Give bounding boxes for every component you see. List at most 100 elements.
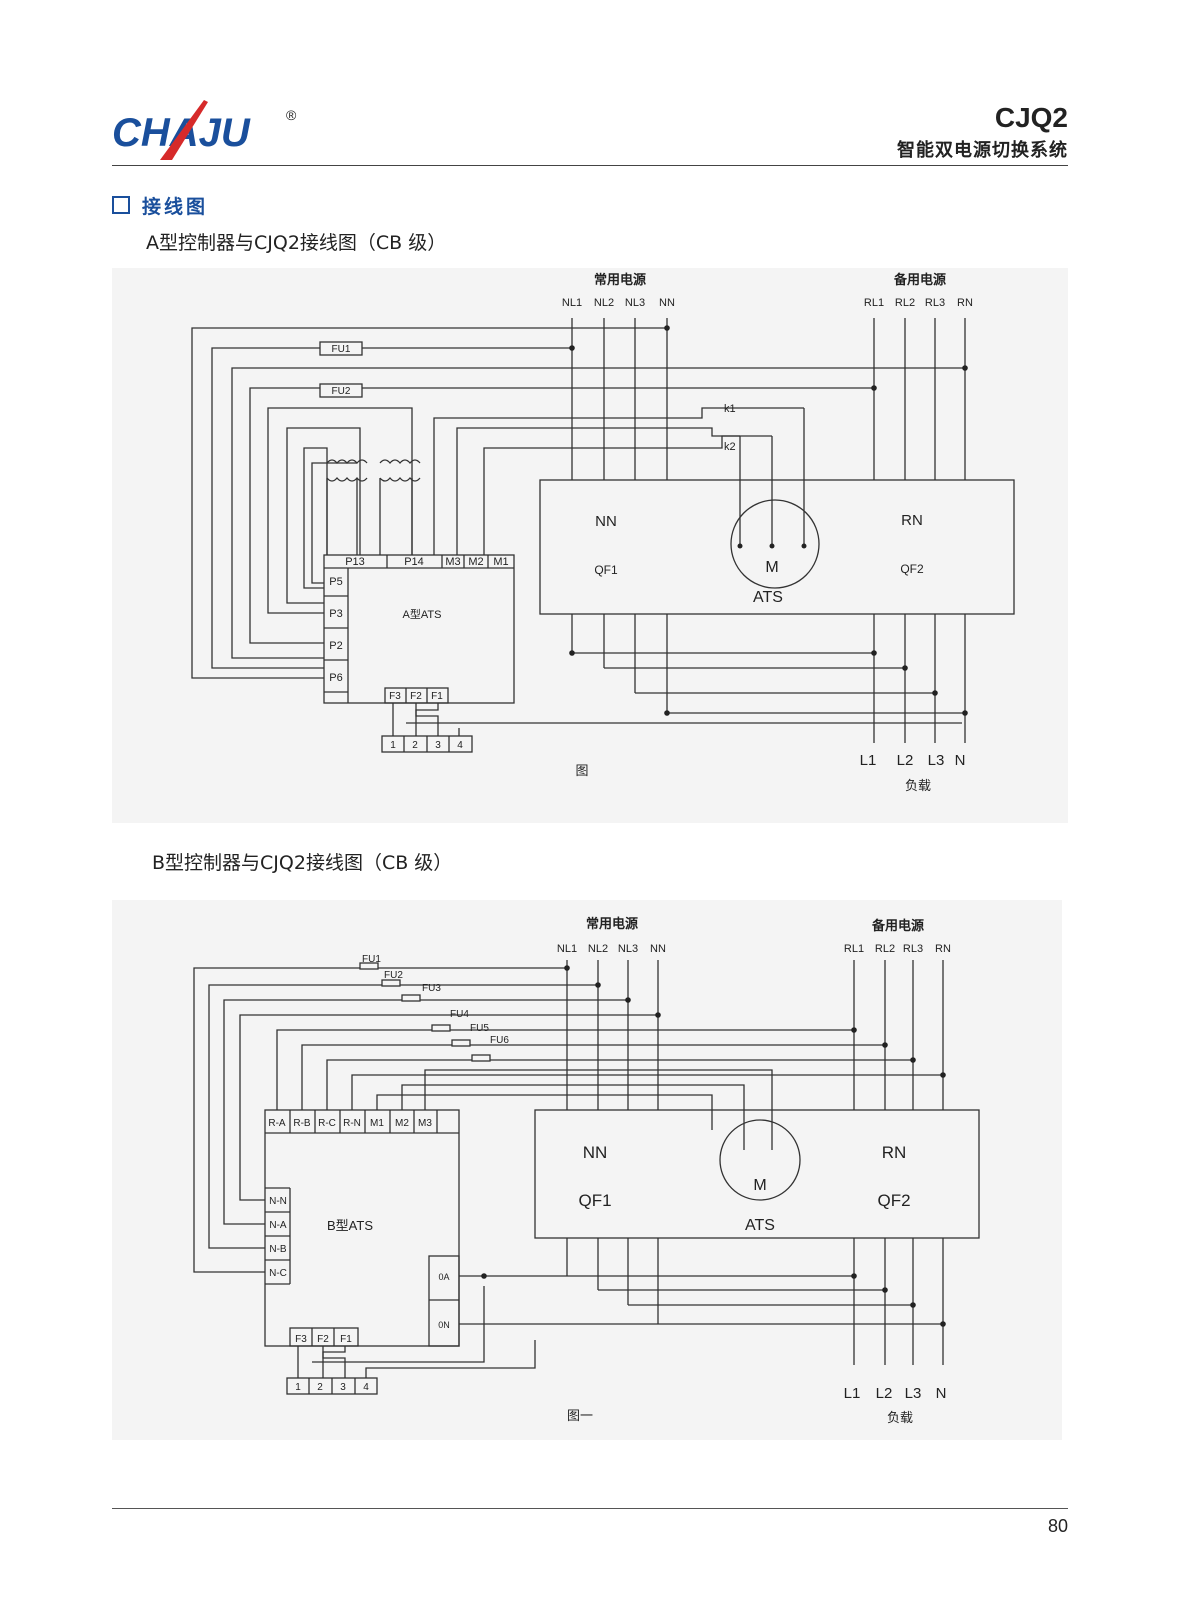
relay-label: k2 xyxy=(724,441,736,453)
terminal-label: M1 xyxy=(493,556,508,568)
line-label: RL3 xyxy=(925,297,945,309)
load-label: 负载 xyxy=(887,1410,913,1425)
line-label: RL2 xyxy=(895,297,915,309)
backup-source-label: 备用电源 xyxy=(871,918,924,933)
terminal-label: 0A xyxy=(438,1272,449,1282)
switch-label-nn: NN xyxy=(583,1143,608,1162)
fuse-label: FU1 xyxy=(362,954,381,965)
terminal-label: F2 xyxy=(317,1334,329,1345)
load-label: 负载 xyxy=(905,778,931,793)
section-title: 接线图 xyxy=(142,196,209,218)
terminal-label: F1 xyxy=(431,691,443,702)
terminal-label: 4 xyxy=(363,1382,369,1393)
terminal-label: R-N xyxy=(343,1118,361,1129)
line-label: RL3 xyxy=(903,943,923,955)
line-label: RN xyxy=(957,297,973,309)
switch-label-qf2: QF2 xyxy=(877,1191,910,1210)
terminal-label: P5 xyxy=(329,576,342,588)
load-line-label: L1 xyxy=(860,752,877,769)
terminal-label: P3 xyxy=(329,608,342,620)
terminal-label: N-N xyxy=(269,1196,287,1207)
terminal-label: R-A xyxy=(268,1118,286,1129)
load-line-label: L2 xyxy=(876,1385,893,1402)
ats-label: ATS xyxy=(753,589,783,606)
switch-label-qf1: QF1 xyxy=(594,563,618,577)
motor-label: M xyxy=(753,1177,766,1194)
relay-label: k1 xyxy=(724,403,736,415)
line-label: NL2 xyxy=(594,297,614,309)
terminal-label: 2 xyxy=(412,740,418,751)
fuse-label: FU4 xyxy=(450,1009,469,1020)
diagram-b-caption: B型控制器与CJQ2接线图（CB 级） xyxy=(152,852,453,874)
switch-label-rn: RN xyxy=(882,1143,907,1162)
terminal-label: N-C xyxy=(269,1268,287,1279)
line-label: NN xyxy=(650,943,666,955)
terminal-label: M3 xyxy=(418,1118,432,1129)
logo-lightning-mark xyxy=(160,100,208,160)
model-name: CJQ2 xyxy=(994,102,1068,133)
terminal-label: M1 xyxy=(370,1118,384,1129)
terminal-label: 4 xyxy=(457,740,463,751)
terminal-label: F3 xyxy=(389,691,401,702)
terminal-label: F1 xyxy=(340,1334,352,1345)
load-line-label: L3 xyxy=(905,1385,922,1402)
figure-label: 图一 xyxy=(567,1408,593,1423)
line-label: NL2 xyxy=(588,943,608,955)
terminal-label: F2 xyxy=(410,691,422,702)
diagram-a-caption: A型控制器与CJQ2接线图（CB 级） xyxy=(146,232,447,254)
load-line-label: L3 xyxy=(928,752,945,769)
header-divider xyxy=(112,165,1068,166)
load-line-label: N xyxy=(936,1385,947,1402)
line-label: RL1 xyxy=(864,297,884,309)
terminal-label: 0N xyxy=(438,1320,450,1330)
terminal-label: R-B xyxy=(293,1118,311,1129)
footer-divider xyxy=(112,1508,1068,1509)
switch-label-nn: NN xyxy=(595,513,617,530)
motor-label: M xyxy=(765,559,778,576)
registered-mark: ® xyxy=(286,107,297,123)
terminal-label: R-C xyxy=(318,1118,336,1129)
wiring-diagram-b: 常用电源 备用电源 NL1 NL2 NL3 NN RL1 RL2 RL3 RN … xyxy=(112,900,1062,1440)
terminal-label: P13 xyxy=(345,556,365,568)
terminal-label: P6 xyxy=(329,672,342,684)
figure-label: 图 xyxy=(575,763,588,778)
line-label: NL3 xyxy=(625,297,645,309)
normal-source-label: 常用电源 xyxy=(586,916,638,931)
fuse-label: FU1 xyxy=(332,344,351,355)
terminal-label: P14 xyxy=(404,556,424,568)
switch-label-qf1: QF1 xyxy=(578,1191,611,1210)
terminal-label: 3 xyxy=(340,1382,346,1393)
line-label: NL1 xyxy=(562,297,582,309)
fuse-label: FU3 xyxy=(422,983,441,994)
ats-label: ATS xyxy=(745,1217,775,1234)
normal-source-label: 常用电源 xyxy=(594,272,646,287)
load-line-label: L2 xyxy=(897,752,914,769)
fuse-label: FU6 xyxy=(490,1035,509,1046)
switch-label-qf2: QF2 xyxy=(900,562,924,576)
line-label: NL1 xyxy=(557,943,577,955)
page-number: 80 xyxy=(1047,1516,1068,1536)
terminal-label: M2 xyxy=(395,1118,409,1129)
product-subtitle: 智能双电源切换系统 xyxy=(897,140,1068,161)
terminal-label: M3 xyxy=(445,556,460,568)
backup-source-label: 备用电源 xyxy=(893,272,946,287)
wiring-diagram-a: 常用电源 备用电源 NL1 NL2 NL3 NN RL1 RL2 RL3 RN … xyxy=(112,268,1068,823)
line-label: NN xyxy=(659,297,675,309)
terminal-label: F3 xyxy=(295,1334,307,1345)
terminal-label: 1 xyxy=(390,740,396,751)
line-label: RL2 xyxy=(875,943,895,955)
section-checkbox-icon xyxy=(112,196,130,214)
fuse-label: FU5 xyxy=(470,1023,489,1034)
fuse-label: FU2 xyxy=(332,386,351,397)
fuse-label: FU2 xyxy=(384,970,403,981)
terminal-label: N-B xyxy=(269,1244,287,1255)
terminal-label: P2 xyxy=(329,640,342,652)
load-line-label: L1 xyxy=(844,1385,861,1402)
controller-label: B型ATS xyxy=(327,1218,373,1233)
terminal-label: M2 xyxy=(468,556,483,568)
terminal-label: 1 xyxy=(295,1382,301,1393)
terminal-label: N-A xyxy=(269,1220,287,1231)
load-line-label: N xyxy=(955,752,966,769)
line-label: NL3 xyxy=(618,943,638,955)
brand-logo: CHAJU ® xyxy=(112,98,312,168)
